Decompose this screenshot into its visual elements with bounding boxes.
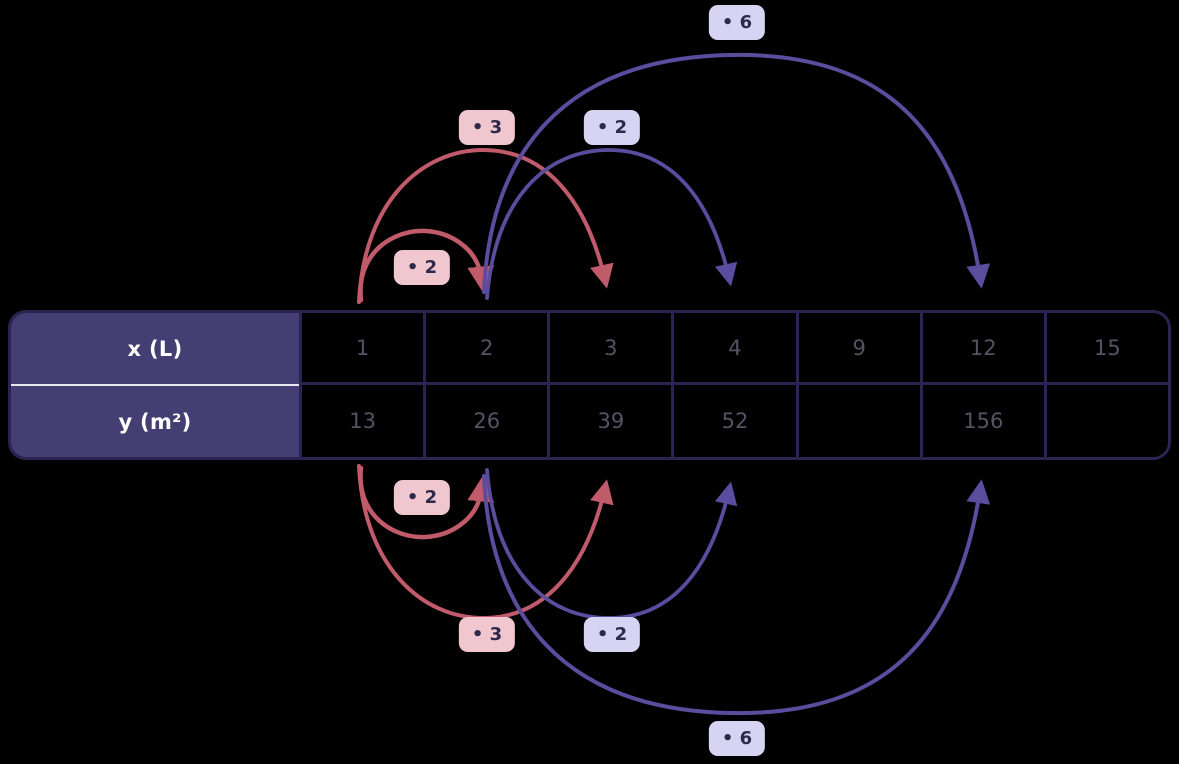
x-cell-3: 4 (671, 313, 796, 385)
arc-top-times2-purple (485, 148, 738, 300)
y-cell-2: 39 (547, 385, 671, 457)
y-cell-0: 13 (299, 385, 423, 457)
x-cell-2: 3 (547, 313, 672, 385)
row-header-y: y (m²) (118, 409, 192, 434)
arc-bottom-times2-small (358, 465, 495, 540)
y-cell-1: 26 (423, 385, 547, 457)
x-cell-0: 1 (299, 313, 424, 385)
arc-top-times3 (357, 147, 614, 304)
x-cell-1: 2 (423, 313, 548, 385)
x-cell-6: 15 (1043, 313, 1168, 385)
multiplier-label-top-x2-small: • 2 (393, 250, 451, 285)
arc-bottom-times6 (482, 474, 991, 716)
arc-top-times6 (482, 52, 991, 294)
y-cell-6-empty (1043, 385, 1168, 457)
multiplier-label-top-x3: • 3 (458, 110, 516, 145)
y-cell-3: 52 (671, 385, 795, 457)
y-cell-4-empty (795, 385, 920, 457)
table-grid: 1 2 3 4 9 12 15 13 26 39 52 156 (299, 313, 1168, 457)
arc-top-times2-small (358, 228, 495, 303)
ratio-table: x (L) y (m²) 1 2 3 4 9 12 15 13 26 39 52… (8, 310, 1171, 460)
multiplier-label-bottom-x6: • 6 (708, 721, 766, 756)
row-header-x: x (L) (11, 313, 299, 386)
y-cell-5: 156 (919, 385, 1044, 457)
multiplier-label-bottom-x2-small: • 2 (393, 480, 451, 515)
multiplier-label-top-x2: • 2 (583, 110, 641, 145)
x-cell-4: 9 (795, 313, 920, 385)
multiplier-label-bottom-x2: • 2 (583, 617, 641, 652)
row-header-column: x (L) y (m²) (11, 313, 299, 457)
multiplier-label-top-x6: • 6 (708, 5, 766, 40)
arc-bottom-times2-purple (485, 468, 738, 620)
x-cell-5: 12 (919, 313, 1044, 385)
multiplier-label-bottom-x3: • 3 (458, 617, 516, 652)
